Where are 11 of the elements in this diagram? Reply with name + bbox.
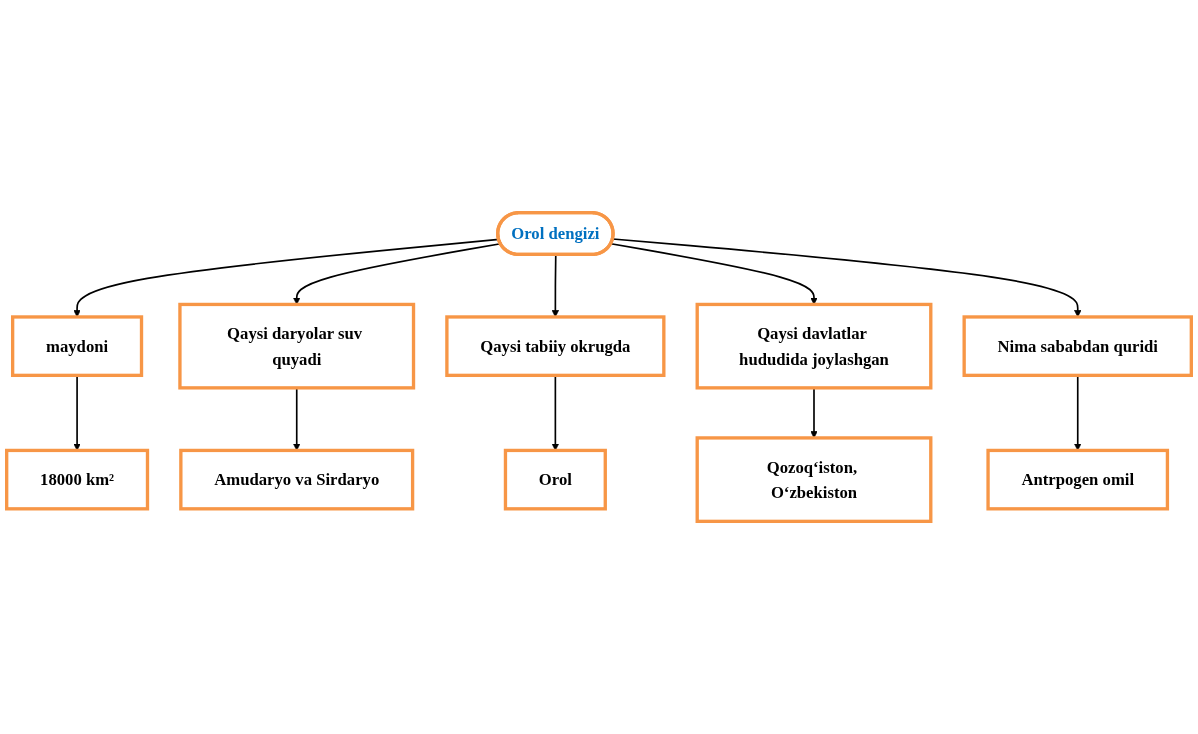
node-box: Qaysi davlatlar hududida joylashgan — [695, 302, 933, 390]
node-box: maydoni — [11, 315, 144, 377]
node-box: Qaysi tabiiy okrugda — [445, 315, 666, 377]
node-box: Qozoq‘iston, O‘zbekiston — [695, 436, 933, 523]
node-box: 18000 km² — [5, 448, 150, 511]
node-box: Qaysi daryolar suv quyadi — [178, 302, 416, 390]
node-box: Orol — [503, 448, 607, 511]
arrow — [293, 387, 301, 451]
node-box: Amudaryo va Sirdaryo — [179, 448, 415, 511]
node-box: Antrpogen omil — [986, 448, 1170, 511]
node-box: Nima sababdan quridi — [962, 315, 1193, 377]
